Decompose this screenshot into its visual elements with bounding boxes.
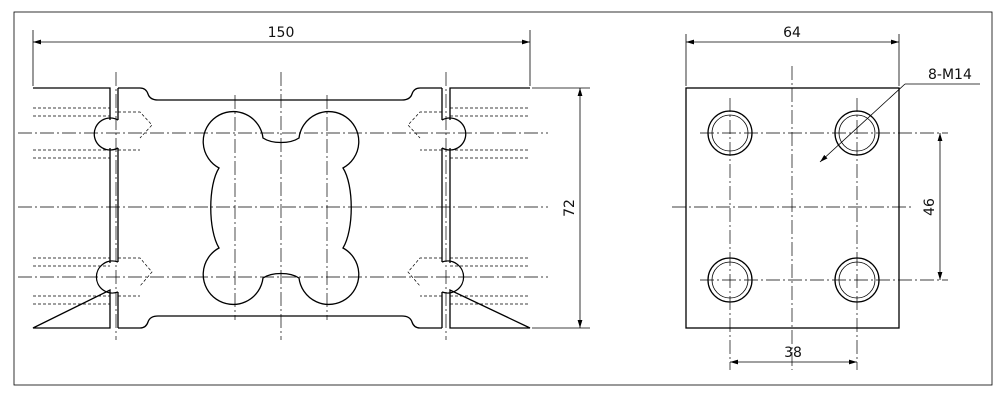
threaded-holes: [707, 110, 880, 303]
side-view: 64 46 38 8-M14: [672, 25, 980, 370]
dim-vertical-spacing-label: 46: [922, 198, 938, 216]
dim-vertical-spacing: 46: [922, 133, 943, 280]
side-center-lines: [672, 66, 948, 370]
dim-length: 150: [32, 25, 531, 86]
dim-length-label: 150: [268, 25, 295, 41]
dim-height-label: 72: [562, 199, 578, 217]
body-bottom-edge: [118, 315, 442, 329]
mount-hole-tr: [441, 117, 467, 151]
dim-width-label: 64: [783, 25, 801, 41]
thread-callout: 8-M14: [819, 67, 980, 163]
front-view: 150 72: [18, 25, 590, 340]
drawing-border: [13, 11, 993, 386]
side-view-outline: [685, 87, 900, 329]
right-end-block: [449, 87, 531, 329]
thread-callout-label: 8-M14: [928, 67, 972, 83]
dim-horizontal-spacing: 38: [730, 345, 857, 365]
dim-width: 64: [685, 25, 900, 86]
front-center-lines: [18, 72, 548, 340]
dim-horizontal-spacing-label: 38: [784, 345, 802, 361]
dim-height: 72: [532, 87, 590, 329]
left-end-block: [32, 87, 111, 329]
mount-hole-tl: [93, 117, 119, 151]
center-cutout: [202, 110, 360, 306]
body-top-edge: [118, 87, 442, 101]
hidden-thread-lines: [33, 107, 530, 305]
